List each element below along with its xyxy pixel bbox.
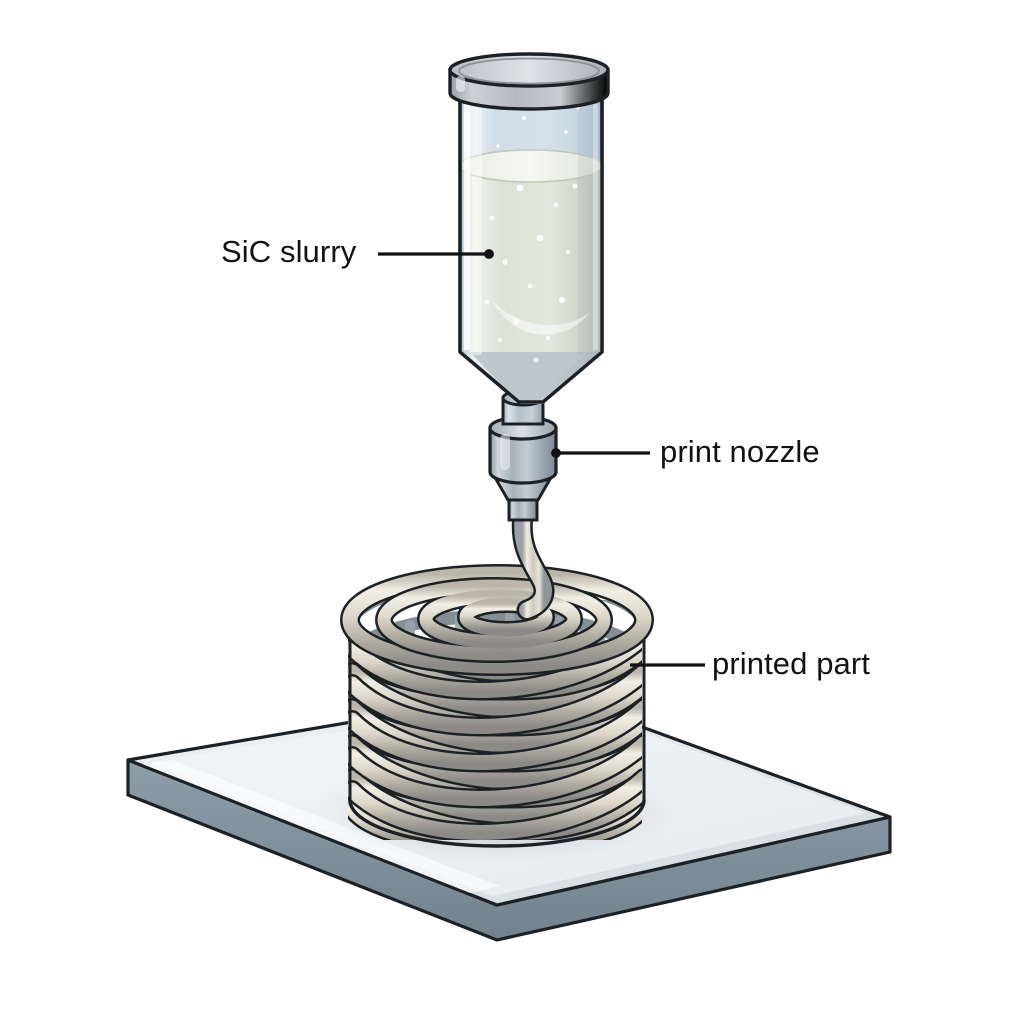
label-printed-part: printed part <box>712 646 871 681</box>
top-spiral <box>340 564 654 676</box>
syringe-barrel <box>458 94 604 404</box>
syringe-cap <box>448 52 610 111</box>
label-print-nozzle: print nozzle <box>660 434 820 469</box>
printed-part <box>340 564 654 848</box>
lattice-helix-b <box>348 626 642 840</box>
extruded-filament <box>511 504 555 621</box>
leader-lines <box>378 249 705 667</box>
label-sic-slurry: SiC slurry <box>221 234 357 269</box>
slurry-speckles <box>485 183 578 363</box>
print-nozzle <box>488 389 558 522</box>
